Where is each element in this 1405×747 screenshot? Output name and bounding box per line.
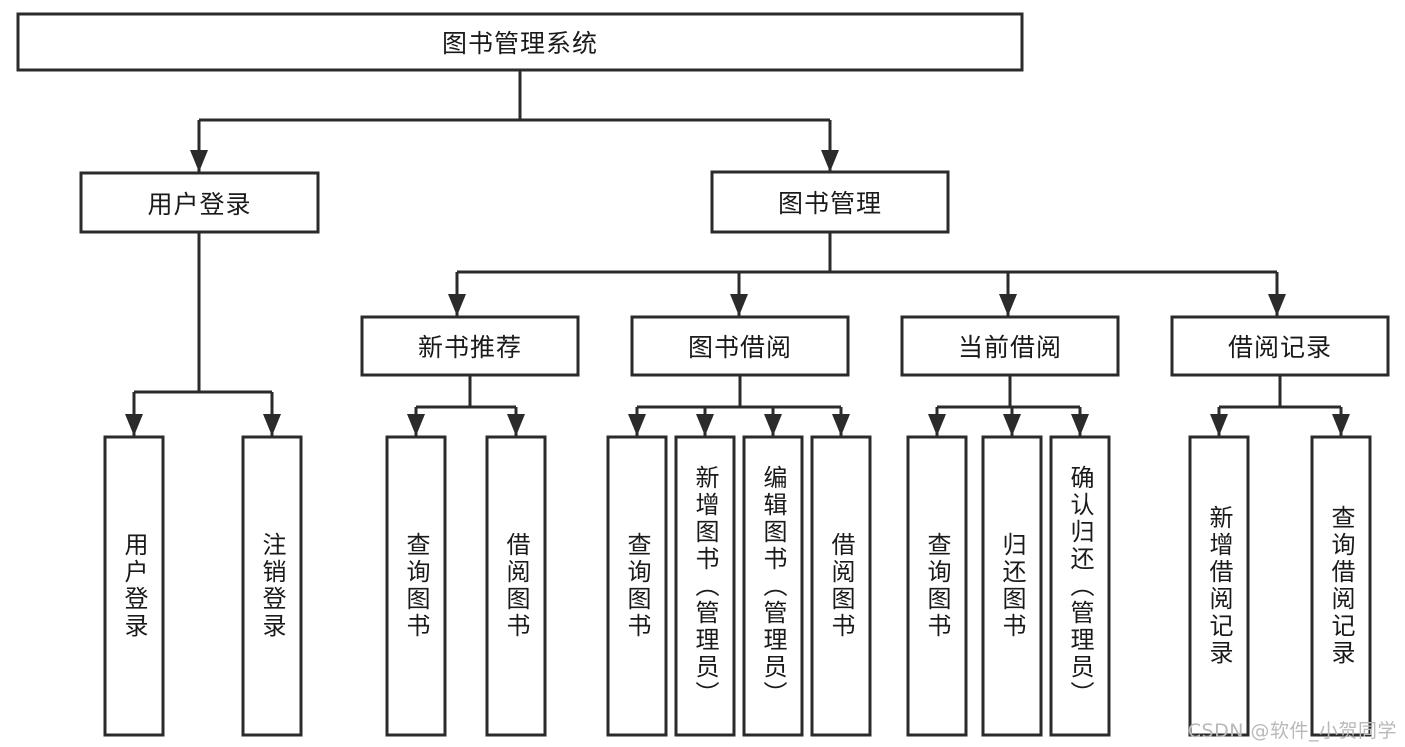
arrow-head-icon [928, 414, 946, 436]
arrow-head-icon [999, 294, 1017, 316]
arrow-head-icon [730, 294, 748, 316]
node-box-leaf-borrow-book-rec[interactable] [485, 435, 547, 737]
node-box-leaf-edit-book-admin[interactable] [742, 435, 804, 737]
node-box-root[interactable] [16, 12, 1024, 72]
arrow-head-icon [125, 414, 143, 436]
node-box-leaf-query-book-rec[interactable] [385, 435, 447, 737]
arrow-head-icon [263, 414, 281, 436]
node-box-leaf-query-book-borrow[interactable] [606, 435, 668, 737]
node-box-layer [16, 12, 1390, 737]
arrow-head-icon [1268, 294, 1286, 316]
node-box-leaf-add-borrow-record[interactable] [1188, 435, 1250, 737]
watermark-text: CSDN @软件_小贺同学 [1187, 720, 1397, 742]
arrow-head-icon [1332, 414, 1350, 436]
arrow-head-icon [628, 414, 646, 436]
node-box-current-borrow[interactable] [900, 315, 1120, 377]
arrow-head-icon [1210, 414, 1228, 436]
arrow-head-icon [507, 414, 525, 436]
node-box-leaf-query-book-cur[interactable] [906, 435, 968, 737]
arrow-head-icon [190, 150, 208, 172]
node-box-book-manage[interactable] [710, 170, 950, 234]
node-box-leaf-confirm-return-admin[interactable] [1049, 435, 1111, 737]
arrow-head-icon [696, 414, 714, 436]
arrow-head-icon [832, 414, 850, 436]
node-box-borrow-record[interactable] [1170, 315, 1390, 377]
arrow-head-icon [407, 414, 425, 436]
node-box-new-book-recommend[interactable] [360, 315, 580, 377]
connector-layer [125, 70, 1350, 436]
node-box-leaf-user-login[interactable] [103, 435, 165, 737]
node-box-user-login[interactable] [79, 171, 320, 234]
node-box-leaf-borrow-book[interactable] [810, 435, 872, 737]
node-box-book-borrow[interactable] [630, 315, 850, 377]
arrow-head-icon [448, 294, 466, 316]
node-box-leaf-add-book-admin[interactable] [674, 435, 736, 737]
arrow-head-icon [1003, 414, 1021, 436]
arrow-head-icon [821, 150, 839, 172]
node-box-leaf-logout[interactable] [241, 435, 303, 737]
arrow-head-icon [764, 414, 782, 436]
arrow-head-icon [1071, 414, 1089, 436]
node-box-leaf-query-borrow-record[interactable] [1310, 435, 1372, 737]
node-box-leaf-return-book[interactable] [981, 435, 1043, 737]
